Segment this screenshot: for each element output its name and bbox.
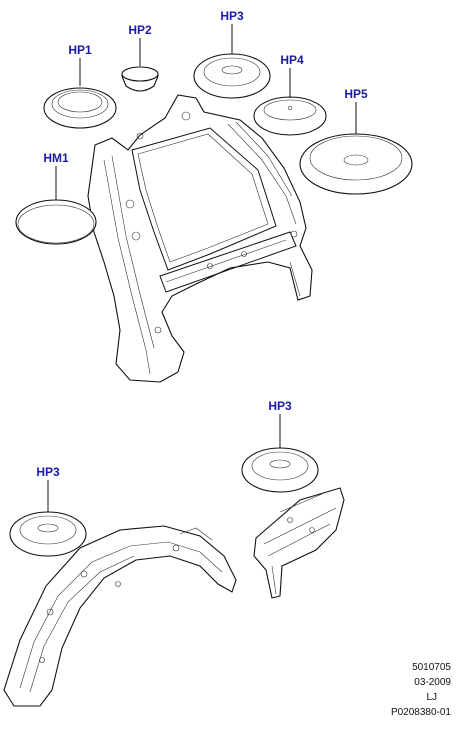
callout-hp3-left: HP3: [36, 465, 60, 479]
grommet-hp3-right-drawing: [241, 447, 319, 493]
reference-code-block: 5010705 03-2009 LJ P0208380-01: [391, 660, 451, 720]
reference-line-3: LJ: [426, 692, 437, 703]
callout-hp2: HP2: [128, 23, 152, 37]
callout-hp4: HP4: [280, 53, 304, 67]
reference-line-4: P0208380-01: [390, 707, 451, 718]
callout-hp5: HP5: [344, 87, 368, 101]
callout-hp3-right: HP3: [268, 399, 292, 413]
grommet-hp4-drawing: [253, 96, 327, 136]
grommet-hp1-drawing: [43, 87, 117, 129]
wheel-arch-drawing: [3, 525, 237, 707]
callout-hp1: HP1: [68, 43, 92, 57]
grommet-hp3-top-drawing: [193, 53, 271, 99]
reference-line-1: 5010705: [412, 662, 451, 673]
grommet-hp3-left-drawing: [9, 511, 87, 557]
pad-hm1-drawing: [15, 199, 97, 245]
body-side-frame-drawing: [87, 94, 313, 383]
callout-hm1: HM1: [43, 151, 69, 165]
rear-bracket-drawing: [253, 487, 345, 599]
callout-hp3-top: HP3: [220, 9, 244, 23]
plug-hp2-drawing: [121, 66, 159, 92]
grommet-hp5-drawing: [299, 133, 413, 195]
reference-line-2: 03-2009: [414, 677, 451, 688]
